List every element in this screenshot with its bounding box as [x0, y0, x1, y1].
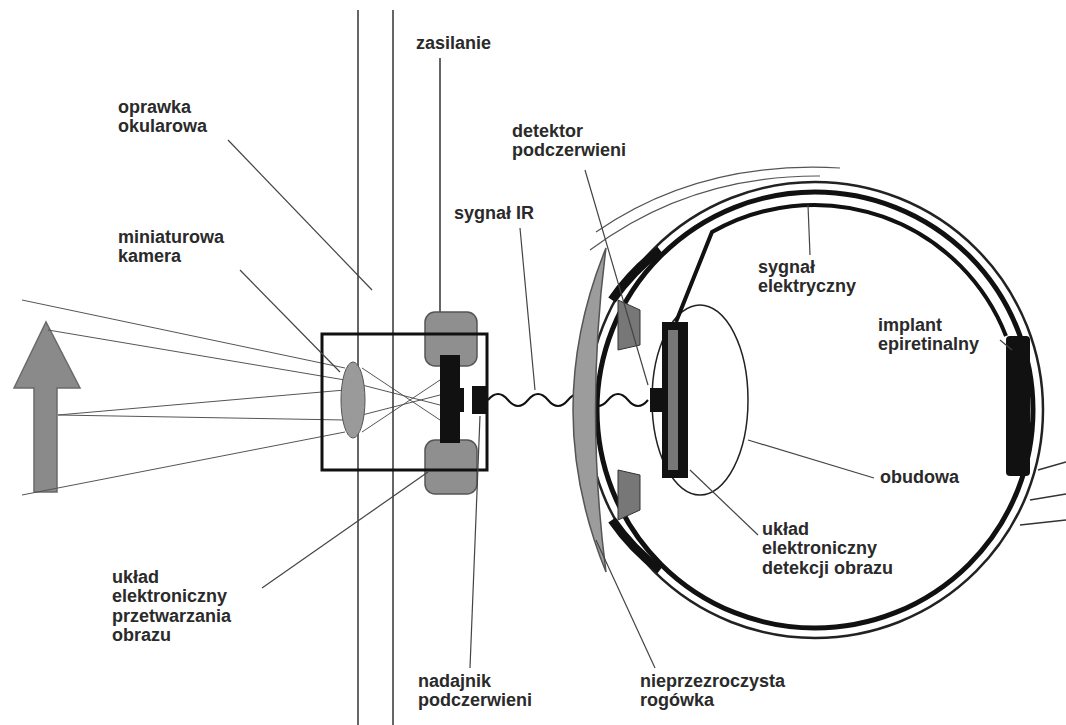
part-label: sygnał IR [454, 204, 564, 223]
power-supply [425, 58, 477, 494]
ir-detector [650, 388, 662, 412]
epiretinal-implant [1006, 336, 1030, 476]
part-label: detektor podczerwieni [512, 122, 637, 161]
part-label: oprawka okularowa [118, 98, 228, 137]
part-label: nadajnik podczerwieni [418, 672, 543, 711]
part-label: sygnał elektryczny [758, 258, 878, 297]
part-label: układ elektroniczny przetwarzania obrazu [112, 568, 262, 646]
part-label: zasilanie [416, 34, 546, 53]
camera-housing [322, 334, 488, 470]
spectacle-frame [358, 10, 393, 725]
eyeball [587, 167, 1066, 638]
electric-signal-line [676, 205, 1006, 336]
part-label: obudowa [880, 468, 990, 487]
part-label: nieprzezroczysta rogówka [640, 672, 800, 711]
part-label: implant epiretinalny [878, 316, 1003, 355]
ir-signal-wave [488, 394, 648, 406]
ir-transmitter [472, 386, 488, 414]
object-arrow [14, 322, 80, 492]
part-label: układ elektroniczny detekcji obrazu [762, 520, 897, 578]
cornea [573, 248, 640, 572]
implant-housing [650, 305, 748, 495]
part-label: miniaturowa kamera [118, 228, 243, 267]
leader-lines [228, 140, 1012, 668]
light-rays [22, 300, 440, 495]
